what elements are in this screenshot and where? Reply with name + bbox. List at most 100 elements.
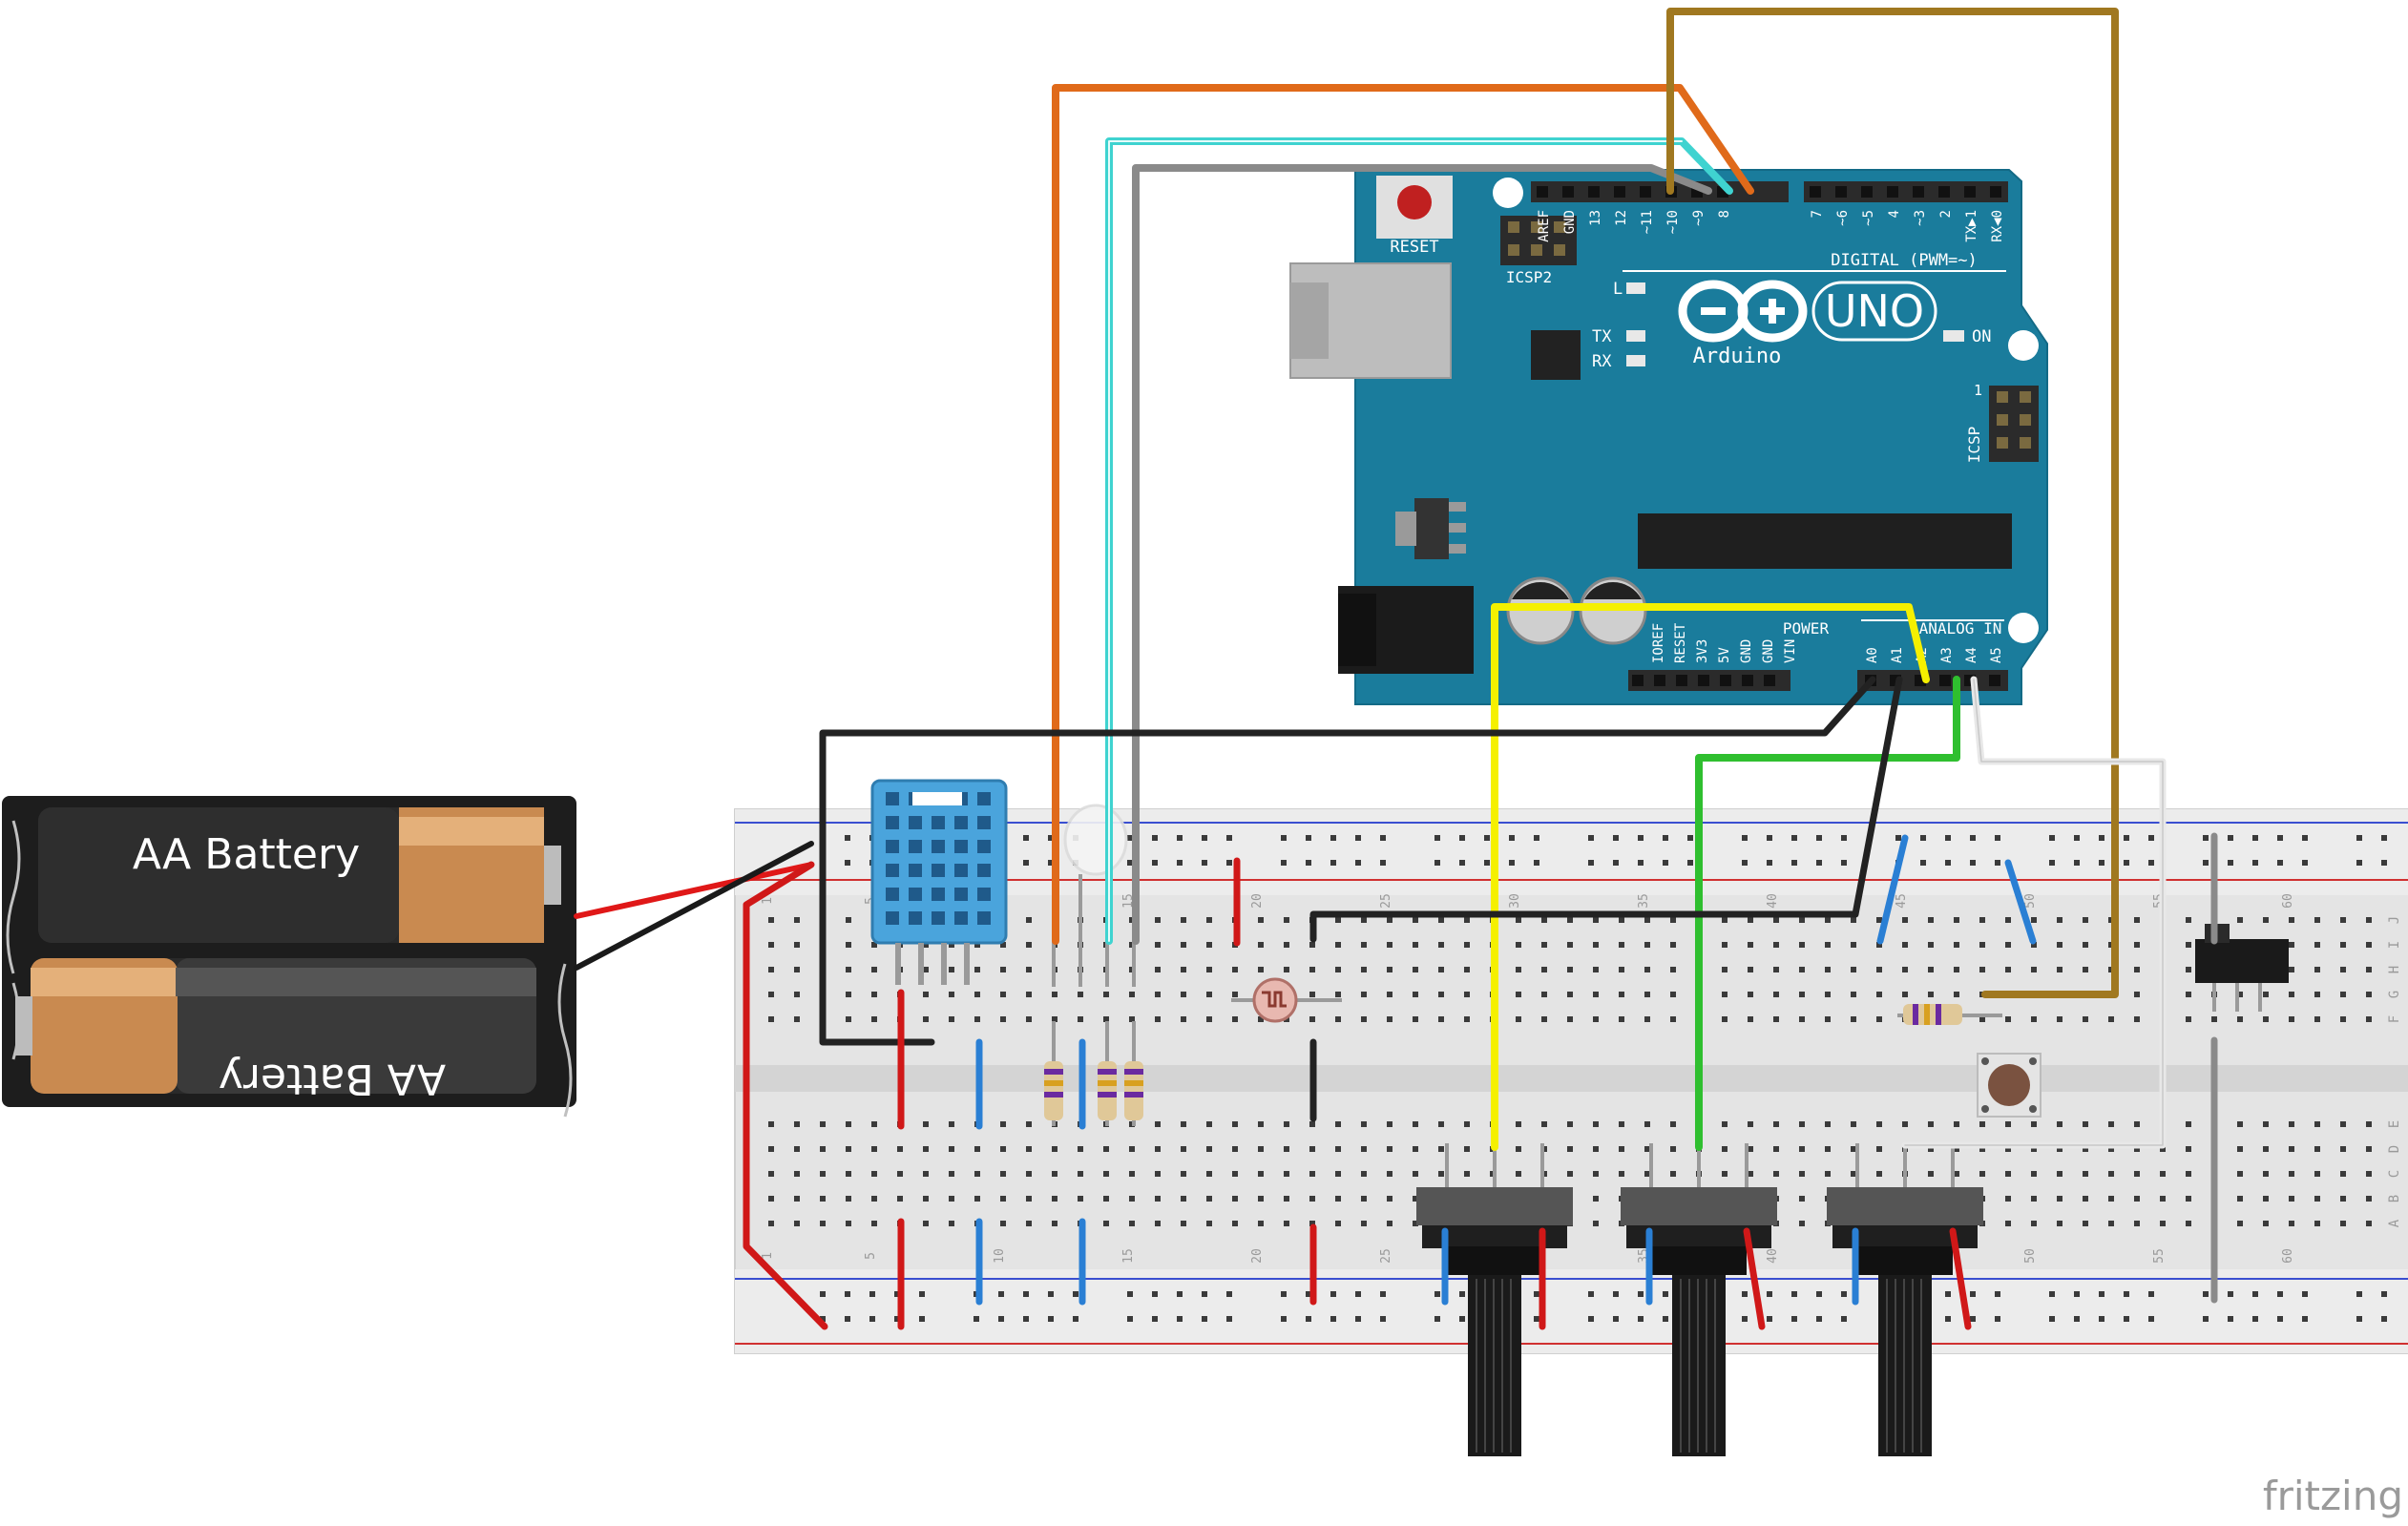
- potentiometer-2[interactable]: [1621, 1143, 1777, 1456]
- header-pin[interactable]: [1861, 186, 1873, 198]
- row-letter: H: [2387, 966, 2402, 973]
- wire-black-1: [819, 676, 1876, 1046]
- pin-label: 2: [1938, 210, 1954, 218]
- wires: [574, 8, 2218, 1330]
- icsp-label: ICSP: [1965, 427, 1983, 464]
- header-pin[interactable]: [1990, 186, 2001, 198]
- header-pin[interactable]: [1764, 675, 1775, 686]
- pin-label: A1: [1890, 647, 1905, 663]
- pin-label: ~11: [1640, 210, 1655, 234]
- row-letter: J: [2387, 916, 2402, 924]
- pin-label: A5: [1989, 647, 2004, 663]
- column-number: 1: [761, 1252, 775, 1260]
- analog-label: ANALOG IN: [1919, 619, 2002, 638]
- led-rx: [1626, 355, 1645, 366]
- column-number: 30: [1508, 893, 1522, 909]
- header-pin[interactable]: [1640, 186, 1651, 198]
- header-pin[interactable]: [1698, 675, 1709, 686]
- header-pin[interactable]: [1562, 186, 1574, 198]
- column-number: 40: [1766, 1248, 1780, 1264]
- header-pin[interactable]: [1654, 675, 1665, 686]
- pin-label: IOREF: [1651, 623, 1666, 663]
- column-number: 5: [864, 1252, 878, 1260]
- wire-orange: [1052, 84, 1754, 945]
- pin-label: ~9: [1691, 210, 1707, 226]
- wire-green: [1695, 676, 1960, 1151]
- wire-brown: [1666, 8, 2119, 998]
- potentiometer-1[interactable]: [1416, 1143, 1573, 1456]
- column-number: 45: [1895, 893, 1909, 909]
- column-number: 15: [1121, 1248, 1136, 1264]
- aa-cell-top: AA Battery: [38, 807, 561, 943]
- header-pin[interactable]: [1632, 675, 1644, 686]
- header-pin[interactable]: [1810, 186, 1821, 198]
- column-number: 10: [993, 1248, 1007, 1264]
- column-number: 35: [1637, 893, 1651, 909]
- row-letter: B: [2387, 1195, 2402, 1202]
- header-pin[interactable]: [1887, 186, 1898, 198]
- slide-switch[interactable]: [2195, 924, 2289, 1012]
- header-pin[interactable]: [1939, 675, 1951, 686]
- wire-gray: [1132, 164, 1712, 945]
- icsp2-label: ICSP2: [1506, 268, 1552, 286]
- arduino-logo: UNO Arduino: [1678, 280, 1937, 368]
- power-header: [1628, 670, 1790, 691]
- potentiometers: [1416, 1143, 1983, 1456]
- resistor-1: [1044, 1021, 1063, 1126]
- fritzing-watermark: fritzing: [2263, 1473, 2403, 1519]
- pin-label: 7: [1810, 210, 1825, 218]
- dht-sensor: [870, 779, 1008, 985]
- pin-label: AREF: [1537, 210, 1552, 242]
- battery-label-bottom: AA Battery: [219, 1055, 446, 1103]
- column-number: 1: [761, 897, 775, 905]
- model-label: UNO: [1825, 285, 1924, 337]
- header-pin[interactable]: [1720, 675, 1731, 686]
- pushbutton[interactable]: [1977, 1053, 2042, 1118]
- wire-battery-black: [574, 841, 814, 971]
- header-pin[interactable]: [1676, 675, 1687, 686]
- pin-label: ~10: [1665, 210, 1681, 234]
- pin-label: A4: [1964, 647, 1979, 663]
- potentiometer-3[interactable]: [1827, 1143, 1983, 1456]
- resistor-3: [1124, 1021, 1143, 1126]
- header-pin[interactable]: [1742, 675, 1753, 686]
- column-number: 50: [2023, 893, 2038, 909]
- row-letter: E: [2387, 1120, 2402, 1128]
- wire-battery-red: [574, 862, 814, 919]
- header-pin[interactable]: [1588, 186, 1600, 198]
- photoresistor: [1231, 977, 1342, 1023]
- pin-label: GND: [1761, 639, 1776, 663]
- usb-chip: [1531, 330, 1581, 380]
- analog-header: [1857, 670, 2008, 691]
- header-pin[interactable]: [1964, 186, 1976, 198]
- led-l-label: L: [1613, 280, 1623, 299]
- aa-cell-bottom: AA Battery: [15, 958, 536, 1103]
- pin-label: A0: [1865, 647, 1880, 663]
- column-number: 40: [1766, 893, 1780, 909]
- column-number: 60: [2281, 1248, 2295, 1264]
- pin-label: 3V3: [1695, 639, 1710, 663]
- header-pin[interactable]: [1537, 186, 1548, 198]
- header-pin[interactable]: [1938, 186, 1950, 198]
- uno-badge: [1811, 281, 1937, 342]
- header-pin[interactable]: [1835, 186, 1847, 198]
- header-pin[interactable]: [1913, 186, 1924, 198]
- pin-label: RX◀0: [1990, 210, 2005, 242]
- column-number: 50: [2023, 1248, 2038, 1264]
- pin-label: 13: [1588, 210, 1603, 226]
- led-on-label: ON: [1972, 327, 1991, 346]
- header-pin[interactable]: [1614, 186, 1625, 198]
- digital-label: DIGITAL (PWM=~): [1831, 251, 1978, 270]
- brand-label: Arduino: [1693, 345, 1782, 368]
- wire-blue-6: [2004, 859, 2037, 945]
- header-pin[interactable]: [1989, 675, 2000, 686]
- pin-label: 8: [1717, 210, 1732, 218]
- voltage-regulator: [1414, 498, 1449, 559]
- row-letter: C: [2387, 1170, 2402, 1178]
- pin-label: 12: [1614, 210, 1629, 226]
- power-label: POWER: [1783, 619, 1830, 638]
